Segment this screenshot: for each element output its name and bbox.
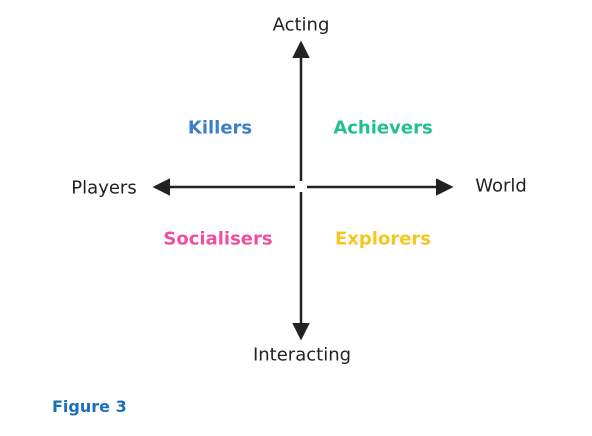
axis-label-players: Players [71, 177, 137, 199]
quadrant-label-socialisers: Socialisers [163, 228, 273, 250]
figure-caption: Figure 3 [52, 397, 127, 416]
axis-label-interacting: Interacting [252, 344, 352, 366]
quadrant-label-killers: Killers [187, 117, 253, 139]
axis-label-acting: Acting [272, 14, 330, 36]
quadrant-label-achievers: Achievers [333, 117, 433, 139]
axis-label-world: World [475, 175, 527, 197]
quadrant-label-explorers: Explorers [334, 228, 432, 250]
